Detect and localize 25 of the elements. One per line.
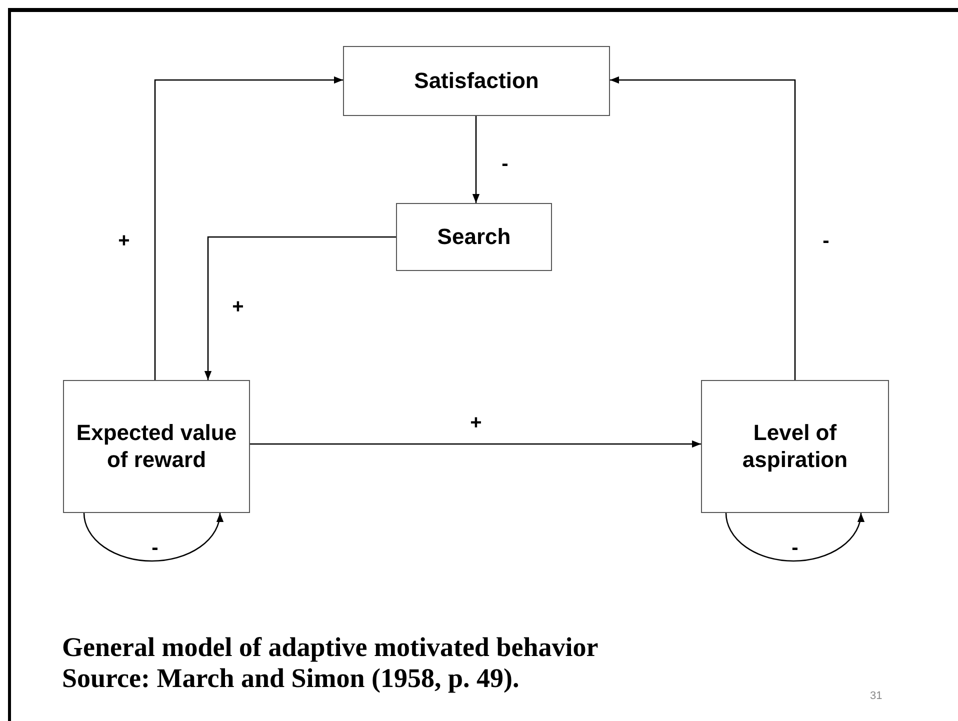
edge-label: - — [152, 538, 158, 558]
caption: General model of adaptive motivated behavior — [62, 632, 598, 664]
arrow — [154, 76, 343, 380]
arrow — [83, 512, 223, 562]
arrow — [610, 76, 796, 380]
source-note: Source: March and Simon (1958, p. 49). — [62, 663, 520, 694]
process-box — [396, 203, 552, 271]
node-label: Level of aspiration — [741, 420, 849, 473]
process-box — [701, 380, 889, 513]
edge-label: - — [502, 154, 508, 174]
edge-label: - — [792, 538, 798, 558]
page-number: 31 — [870, 690, 882, 702]
process-box — [343, 46, 610, 116]
arrow — [472, 116, 480, 203]
edge-label: - — [822, 231, 830, 251]
node-label: Satisfaction — [414, 68, 539, 94]
node-label: Expected value of reward — [75, 420, 238, 473]
edge-label: + — [232, 297, 244, 317]
arrow — [725, 512, 864, 562]
process-box — [63, 380, 250, 513]
edge-label: + — [470, 413, 482, 433]
arrow — [204, 236, 396, 380]
edge-label: + — [118, 231, 130, 251]
node-label: Search — [437, 224, 511, 250]
arrow — [250, 440, 701, 448]
